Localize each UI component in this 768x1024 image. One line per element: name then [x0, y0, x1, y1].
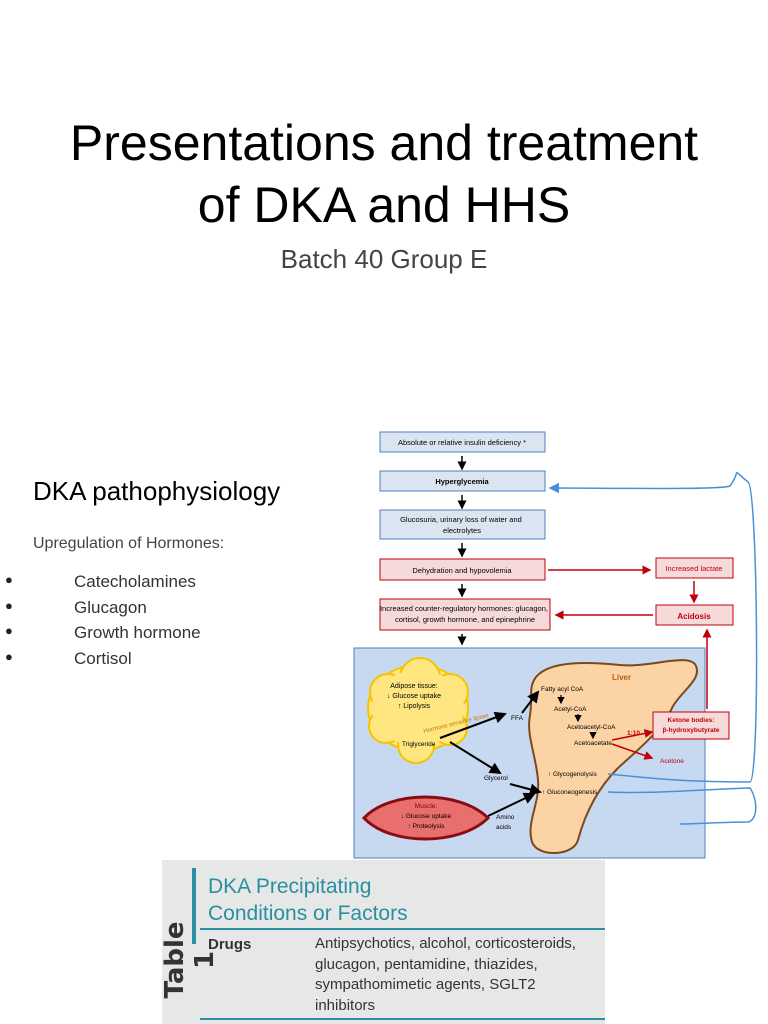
- ketone-box: [652, 711, 730, 740]
- table-row-label: Drugs: [208, 936, 252, 953]
- ketone-title: Ketone bodies:: [668, 717, 715, 724]
- table-row-line: Antipsychotics, alcohol, corticosteroids…: [315, 935, 576, 952]
- lactate-text: Increased lactate: [665, 564, 722, 573]
- gluconeogenesis-label: ↑ Gluconeogenesis: [542, 789, 598, 796]
- table-title-line: DKA Precipitating: [208, 875, 372, 898]
- hyperglycemia-text: Hyperglycemia: [435, 477, 489, 486]
- amino-label: Amino: [496, 814, 515, 821]
- bullet-icon: ●: [5, 597, 13, 613]
- adipose-title: Adipose tissue:: [390, 683, 438, 690]
- ffa-label: FFA: [511, 715, 524, 722]
- acetoacetate-label: Acetoacetate: [574, 740, 612, 747]
- counter-regulatory-text: Increased counter-regulatory hormones: g…: [380, 604, 550, 624]
- muscle-title: Muscle:: [415, 803, 438, 810]
- table-accent-bar: [192, 868, 196, 944]
- liver-label: Liver: [612, 673, 631, 682]
- table-divider: [200, 1018, 605, 1020]
- muscle-shape: [361, 795, 491, 841]
- acidosis-text: Acidosis: [677, 612, 711, 621]
- table-title: DKA Precipitating Conditions or Factors: [208, 873, 408, 927]
- flow-arrow: [487, 792, 536, 817]
- dka-pathophysiology-diagram: Absolute or relative insulin deficiency …: [353, 431, 758, 859]
- acetoacetyl-label: Acetoacetyl-CoA: [567, 724, 616, 731]
- flow-arrow: [449, 741, 502, 775]
- counter-regulatory-line: Increased counter-regulatory hormones: g…: [380, 604, 548, 613]
- glycerol-label: Glycerol: [484, 775, 508, 782]
- table-row-line: inhibitors: [315, 996, 376, 1014]
- bullet-icon: ●: [5, 623, 13, 638]
- acetyl-label: Acetyl-CoA: [554, 706, 587, 713]
- glucosuria-text-line: electrolytes: [443, 526, 481, 535]
- glucosuria-text: Glucosuria, urinary loss of water and el…: [400, 515, 524, 535]
- table-divider: [200, 928, 605, 930]
- hormone-name: Glucagon: [74, 597, 147, 617]
- title-line-2: of DKA and HHS: [197, 177, 571, 233]
- amino-label: acids: [496, 824, 512, 831]
- dehydration-text: Dehydration and hypovolemia: [412, 566, 512, 575]
- counter-regulatory-box: [379, 598, 551, 631]
- hormones-intro: Upregulation of Hormones:: [33, 535, 225, 552]
- acidosis-box: [655, 604, 734, 626]
- hormone-name: Catecholamines: [74, 572, 196, 591]
- ratio-label: 1:10: [627, 730, 640, 737]
- muscle-line: ↓ Glucose uptake: [401, 813, 452, 820]
- adipose-cloud: [367, 657, 469, 764]
- triglyceride-label: Triglyceride: [402, 741, 436, 748]
- glycogenolysis-label: ↑ Glycogenolysis: [548, 771, 598, 778]
- adipose-line: ↑ Lipolysis: [398, 703, 431, 710]
- muscle-line: ↑ Proteolysis: [408, 823, 446, 830]
- feedback-arrow: [607, 787, 757, 825]
- dehydration-box: [379, 558, 546, 581]
- title-line-1: Presentations and treatment: [69, 115, 699, 171]
- glucosuria-box: [379, 509, 546, 540]
- insulin-deficiency-text: Absolute or relative insulin deficiency …: [398, 438, 526, 447]
- flow-arrow: [439, 711, 507, 739]
- hyperglycemia-box: [379, 470, 546, 492]
- table-side-label: Table 1: [160, 921, 220, 999]
- flow-arrow: [521, 690, 540, 714]
- insulin-deficiency-box: [379, 431, 546, 453]
- bullet-icon: ●: [5, 648, 13, 664]
- flow-arrow: [611, 729, 654, 741]
- lactate-box: [655, 557, 734, 579]
- section-heading: DKA pathophysiology: [33, 476, 281, 506]
- acetone-label: Acetone: [660, 758, 684, 765]
- ketone-sub: β-hydroxybutyrate: [662, 727, 719, 734]
- table-row-line: sympathomimetic agents, SGLT2: [315, 976, 536, 993]
- hormone-name: Growth hormone: [74, 623, 201, 642]
- table-title-line: Conditions or Factors: [208, 902, 408, 925]
- counter-regulatory-line: cortisol, growth hormone, and epinephrin…: [395, 615, 535, 624]
- precipitating-factors-table: [162, 860, 605, 1024]
- table-row-line: glucagon, pentamidine, thiazides,: [315, 955, 538, 973]
- table-row-value: Antipsychotics, alcohol, corticosteroids…: [315, 934, 603, 1016]
- feedback-arrow: [548, 472, 758, 783]
- liver-shape: [528, 659, 699, 855]
- slide-subtitle: Batch 40 Group E: [280, 244, 488, 274]
- hormone-name: Cortisol: [74, 648, 132, 668]
- flow-arrow: [509, 783, 542, 796]
- adipose-line: ↓ Glucose uptake: [387, 693, 441, 700]
- flow-arrow: [611, 743, 654, 760]
- glucosuria-text-line: Glucosuria, urinary loss of water and: [400, 515, 522, 524]
- bullet-icon: ●: [5, 572, 13, 587]
- fatty-acyl-label: Fatty acyl CoA: [541, 686, 584, 693]
